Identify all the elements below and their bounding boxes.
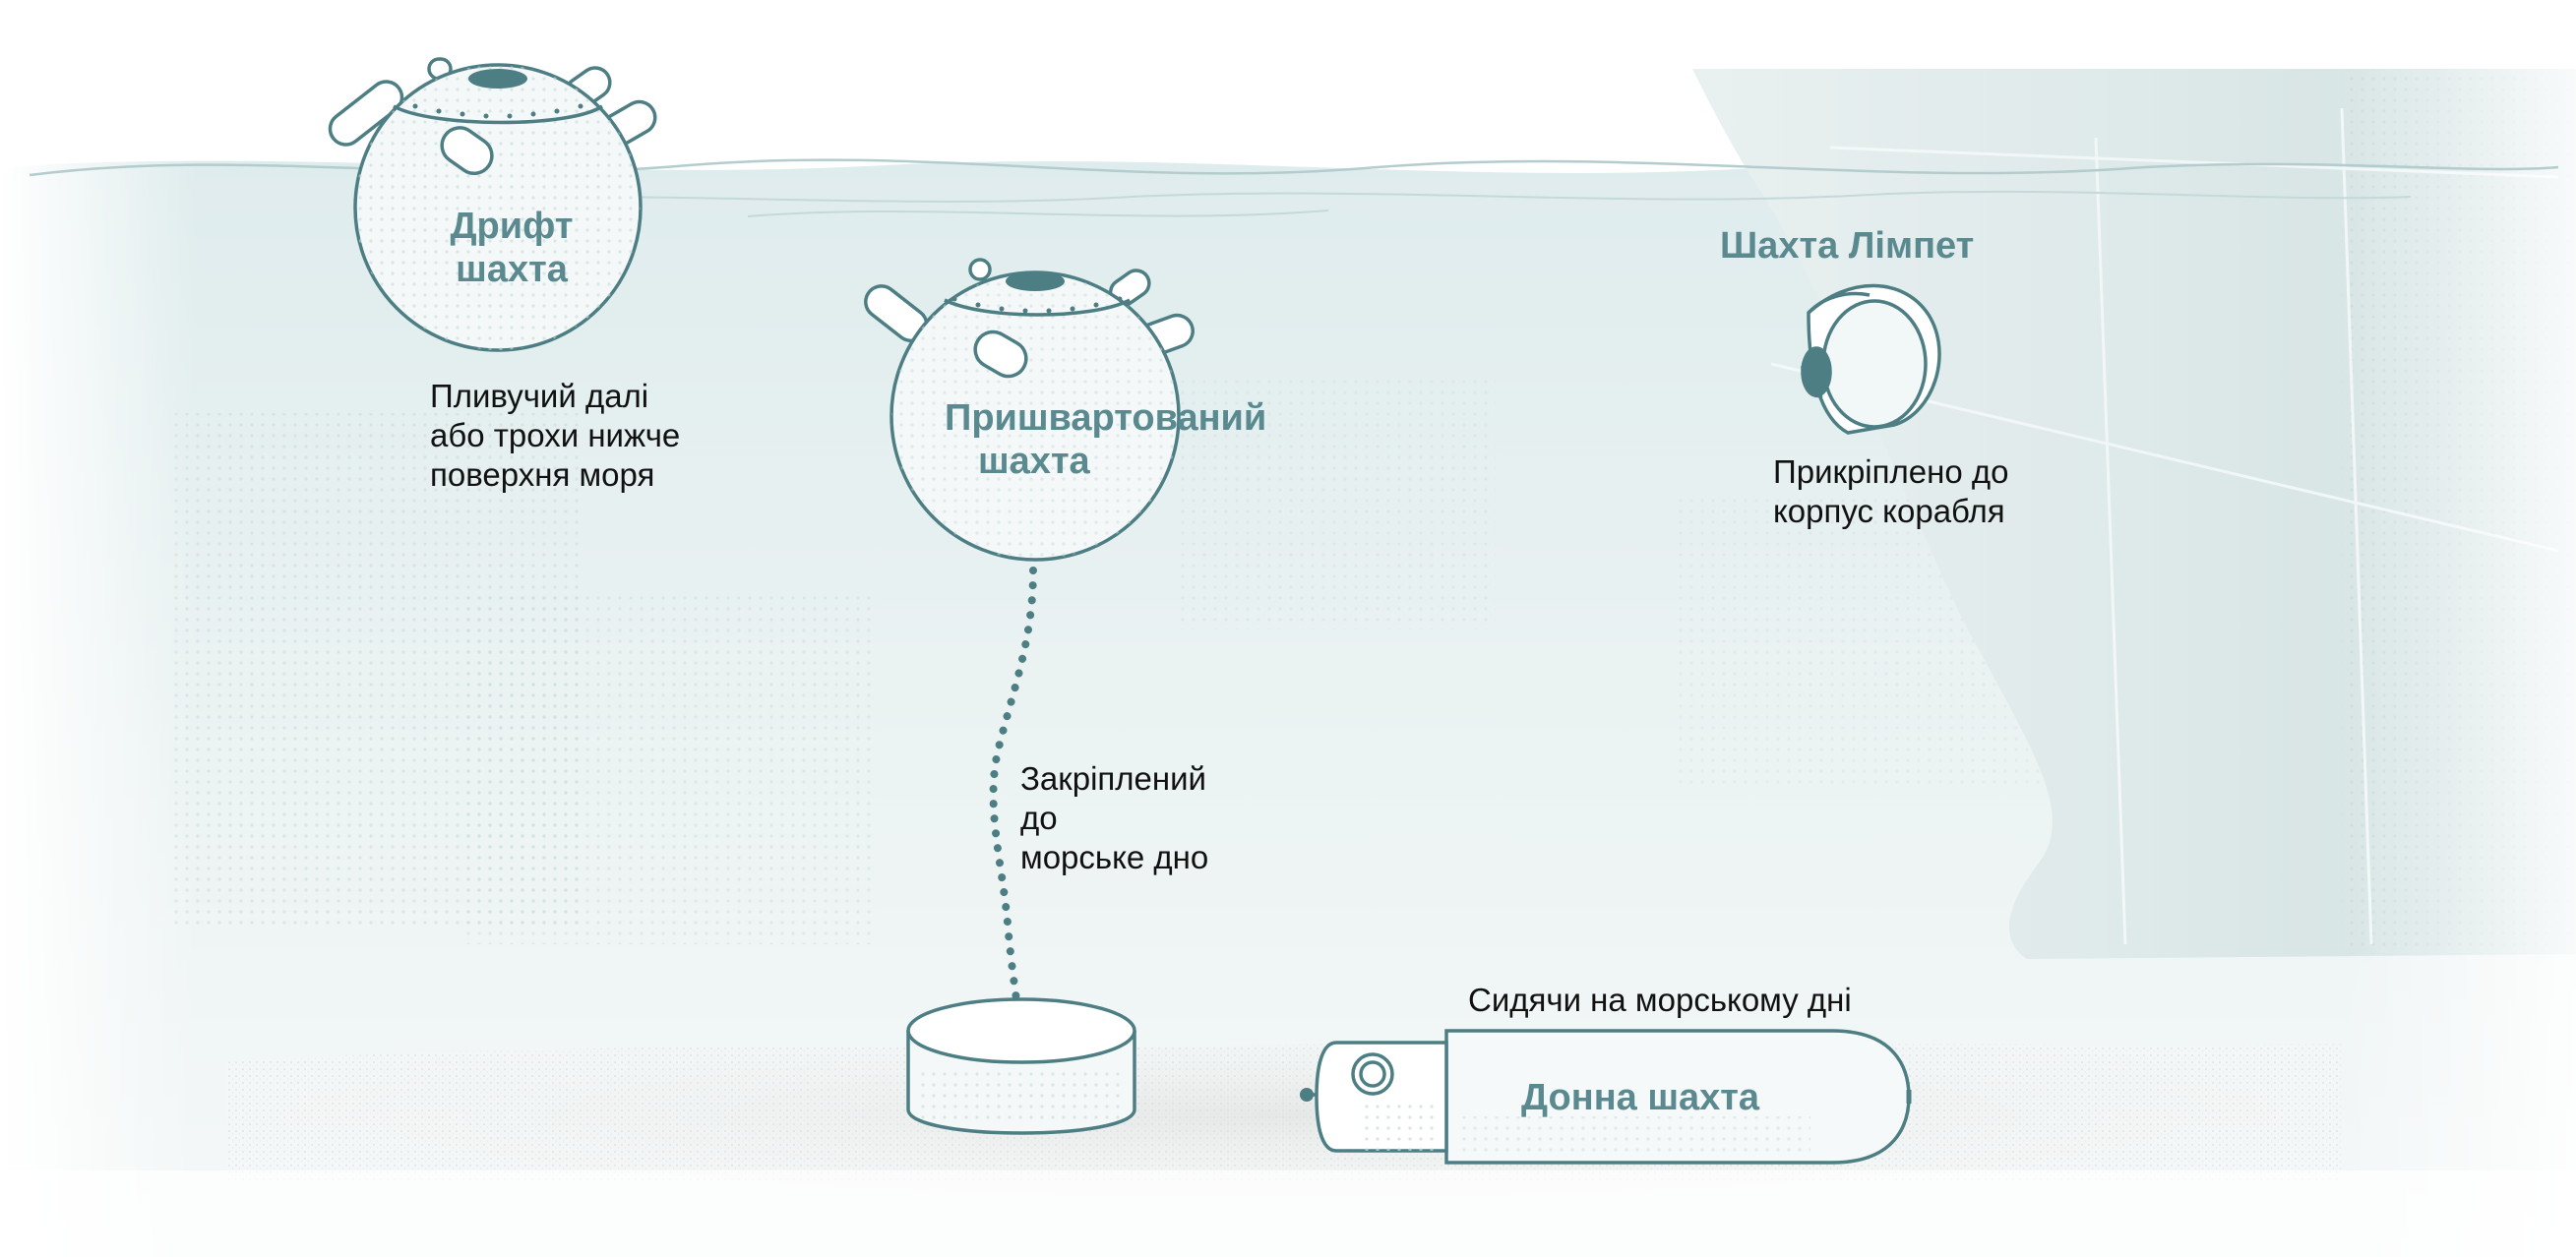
bottom-mine-desc-text: Сидячи на морському дні xyxy=(1468,982,1852,1018)
mooring-chain xyxy=(989,567,1037,1047)
moored-mine-desc-line-2: до xyxy=(1020,800,1058,836)
anchor-weight xyxy=(906,997,1136,1135)
bottom-mine-description: Сидячи на морському дні xyxy=(1468,981,1852,1020)
drift-mine-desc-line-2: або трохи нижче xyxy=(430,417,681,453)
limpet-mine-title: Шахта Лімпет xyxy=(1720,224,1974,268)
limpet-mine-illustration xyxy=(1801,283,1941,435)
drift-mine-title-line-1: Дрифт xyxy=(450,206,574,247)
bottom-mine-title-text: Донна шахта xyxy=(1521,1077,1760,1118)
moored-mine-title-line-2: шахта xyxy=(978,441,1090,482)
drift-mine-illustration xyxy=(328,57,657,352)
limpet-mine-title-text: Шахта Лімпет xyxy=(1720,225,1975,267)
limpet-mine-desc-line-1: Прикріплено до xyxy=(1773,453,2009,490)
limpet-mine-desc-line-2: корпус корабля xyxy=(1773,493,2005,529)
drift-mine-description: Пливучий далі або трохи нижче поверхня м… xyxy=(430,377,680,495)
limpet-mine-description: Прикріплено до корпус корабля xyxy=(1773,452,2008,531)
drift-mine-title-line-2: шахта xyxy=(456,249,568,290)
moored-mine-description: Закріплений до морське дно xyxy=(1020,759,1208,877)
bottom-mine-title: Донна шахта xyxy=(1521,1076,1759,1119)
drift-mine-title: Дрифт шахта xyxy=(423,205,600,291)
moored-mine-desc-line-1: Закріплений xyxy=(1020,760,1206,797)
drift-mine-desc-line-1: Пливучий далі xyxy=(430,378,649,414)
moored-mine-desc-line-3: морське дно xyxy=(1020,839,1209,875)
drift-mine-desc-line-3: поверхня моря xyxy=(430,456,655,493)
moored-mine-title-line-1: Пришвартований xyxy=(945,397,1267,439)
moored-mine-illustration xyxy=(864,258,1195,562)
bottom-mine-illustration xyxy=(1300,1029,1912,1165)
moored-mine-title: Пришвартований шахта xyxy=(945,396,1266,483)
